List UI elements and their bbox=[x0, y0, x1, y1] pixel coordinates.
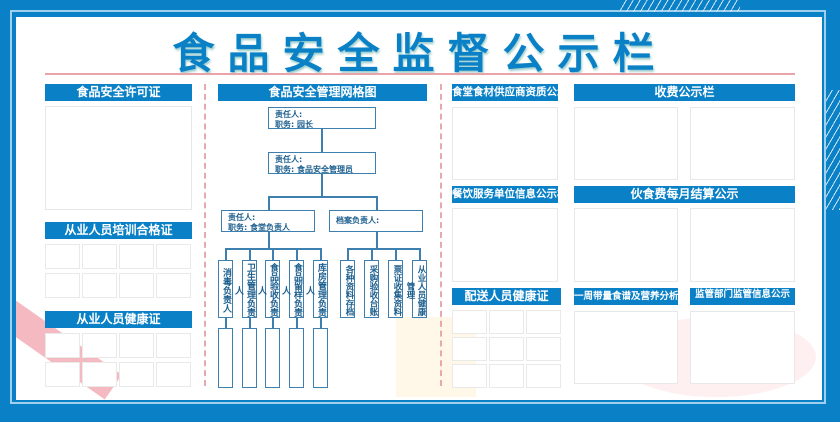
org-box-canteen-head: 责任人:职务: 食堂负责人 bbox=[221, 210, 315, 232]
photo-cell bbox=[156, 273, 191, 298]
role-box: 消毒负责人 bbox=[218, 260, 233, 318]
connector bbox=[321, 128, 323, 152]
monthly-panel bbox=[690, 208, 795, 282]
dashed-divider bbox=[440, 84, 442, 386]
photo-cell bbox=[45, 244, 80, 269]
org-label: 责任人: bbox=[275, 110, 303, 119]
connector bbox=[268, 232, 270, 248]
connector bbox=[272, 248, 274, 260]
org-label: 责任人: bbox=[275, 155, 303, 164]
org-box-principal: 责任人:职务: 园长 bbox=[268, 107, 376, 129]
photo-cell bbox=[45, 273, 80, 298]
connector bbox=[249, 318, 251, 328]
photo-cell bbox=[119, 362, 154, 387]
supervision-panel bbox=[690, 311, 795, 384]
role-box: 食品留样负责人 bbox=[280, 260, 304, 318]
connector bbox=[320, 248, 322, 260]
role-box: 从业人员健康管理 bbox=[405, 260, 427, 318]
title-divider bbox=[45, 73, 795, 75]
connector bbox=[272, 318, 274, 328]
header-fees: 收费公示栏 bbox=[574, 84, 795, 101]
header-menu: 一周带量食谱及营养分析表 bbox=[574, 288, 678, 305]
monthly-panel bbox=[574, 208, 678, 282]
photo-cell bbox=[82, 244, 117, 269]
header-license: 食品安全许可证 bbox=[45, 84, 192, 101]
role-box: 各种资料存档 bbox=[340, 260, 355, 318]
menu-panel bbox=[574, 311, 678, 384]
header-supplier: 食堂食材供应商资质公示栏 bbox=[452, 84, 558, 101]
connector bbox=[296, 318, 298, 328]
org-label: 职务: 园长 bbox=[275, 120, 313, 129]
photo-cell bbox=[526, 310, 561, 334]
photo-cell bbox=[45, 333, 80, 358]
photo-cell bbox=[526, 364, 561, 388]
fees-panel bbox=[574, 107, 678, 180]
header-health: 从业人员健康证 bbox=[45, 311, 192, 328]
photo-cell bbox=[489, 310, 524, 334]
photo-cell bbox=[156, 333, 191, 358]
photo-cell bbox=[452, 364, 487, 388]
org-label: 职务: 食品安全管理员 bbox=[275, 165, 353, 174]
header-org-chart: 食品安全管理网格图 bbox=[218, 84, 427, 101]
role-blank-box bbox=[313, 328, 328, 388]
dashed-divider bbox=[204, 84, 206, 386]
connector bbox=[268, 196, 270, 210]
photo-cell bbox=[82, 362, 117, 387]
connector bbox=[347, 248, 419, 250]
photo-cell bbox=[452, 310, 487, 334]
org-box-archive-head: 档案负责人: bbox=[329, 210, 423, 232]
role-box: 卫生管理负责人 bbox=[233, 260, 257, 318]
connector bbox=[268, 196, 377, 198]
photo-cell bbox=[452, 337, 487, 361]
connector bbox=[296, 248, 298, 260]
org-box-safety-manager: 责任人:职务: 食品安全管理员 bbox=[268, 152, 376, 174]
stripe-decoration bbox=[620, 0, 740, 12]
photo-cell bbox=[119, 333, 154, 358]
supplier-panel bbox=[452, 107, 558, 180]
photo-cell bbox=[119, 273, 154, 298]
role-box: 食品验收负责人 bbox=[256, 260, 280, 318]
connector bbox=[395, 248, 397, 260]
connector bbox=[371, 248, 373, 260]
connector bbox=[321, 173, 323, 197]
license-panel bbox=[45, 106, 192, 210]
connector bbox=[347, 248, 349, 260]
header-monthly: 伙食费每月结算公示 bbox=[574, 186, 795, 203]
photo-cell bbox=[489, 337, 524, 361]
photo-cell bbox=[45, 362, 80, 387]
photo-cell bbox=[82, 273, 117, 298]
board-title: 食品安全监督公示栏 bbox=[172, 29, 668, 78]
connector bbox=[376, 232, 378, 248]
fees-panel bbox=[690, 107, 795, 180]
header-catering: 餐饮服务单位信息公示栏 bbox=[452, 186, 558, 203]
connector bbox=[419, 248, 421, 260]
role-box: 库房管理负责人 bbox=[304, 260, 328, 318]
role-box: 票证收集资料 bbox=[388, 260, 403, 318]
connector bbox=[225, 318, 227, 328]
role-blank-box bbox=[218, 328, 233, 388]
header-delivery: 配送人员健康证 bbox=[452, 288, 561, 305]
photo-cell bbox=[526, 337, 561, 361]
stripe-decoration bbox=[826, 90, 840, 210]
connector bbox=[249, 248, 251, 260]
connector bbox=[225, 248, 227, 260]
role-box: 采购验收台账 bbox=[364, 260, 379, 318]
org-label: 责任人: bbox=[228, 213, 256, 222]
photo-cell bbox=[156, 244, 191, 269]
photo-cell bbox=[489, 364, 524, 388]
catering-panel bbox=[452, 208, 558, 282]
connector bbox=[376, 196, 378, 210]
role-blank-box bbox=[265, 328, 280, 388]
org-label: 职务: 食堂负责人 bbox=[228, 223, 290, 232]
header-supervision: 监管部门监管信息公示 bbox=[690, 288, 795, 305]
photo-cell bbox=[119, 244, 154, 269]
connector bbox=[320, 318, 322, 328]
photo-cell bbox=[82, 333, 117, 358]
role-blank-box bbox=[289, 328, 304, 388]
photo-cell bbox=[156, 362, 191, 387]
role-blank-box bbox=[242, 328, 257, 388]
header-training: 从业人员培训合格证 bbox=[45, 222, 192, 239]
